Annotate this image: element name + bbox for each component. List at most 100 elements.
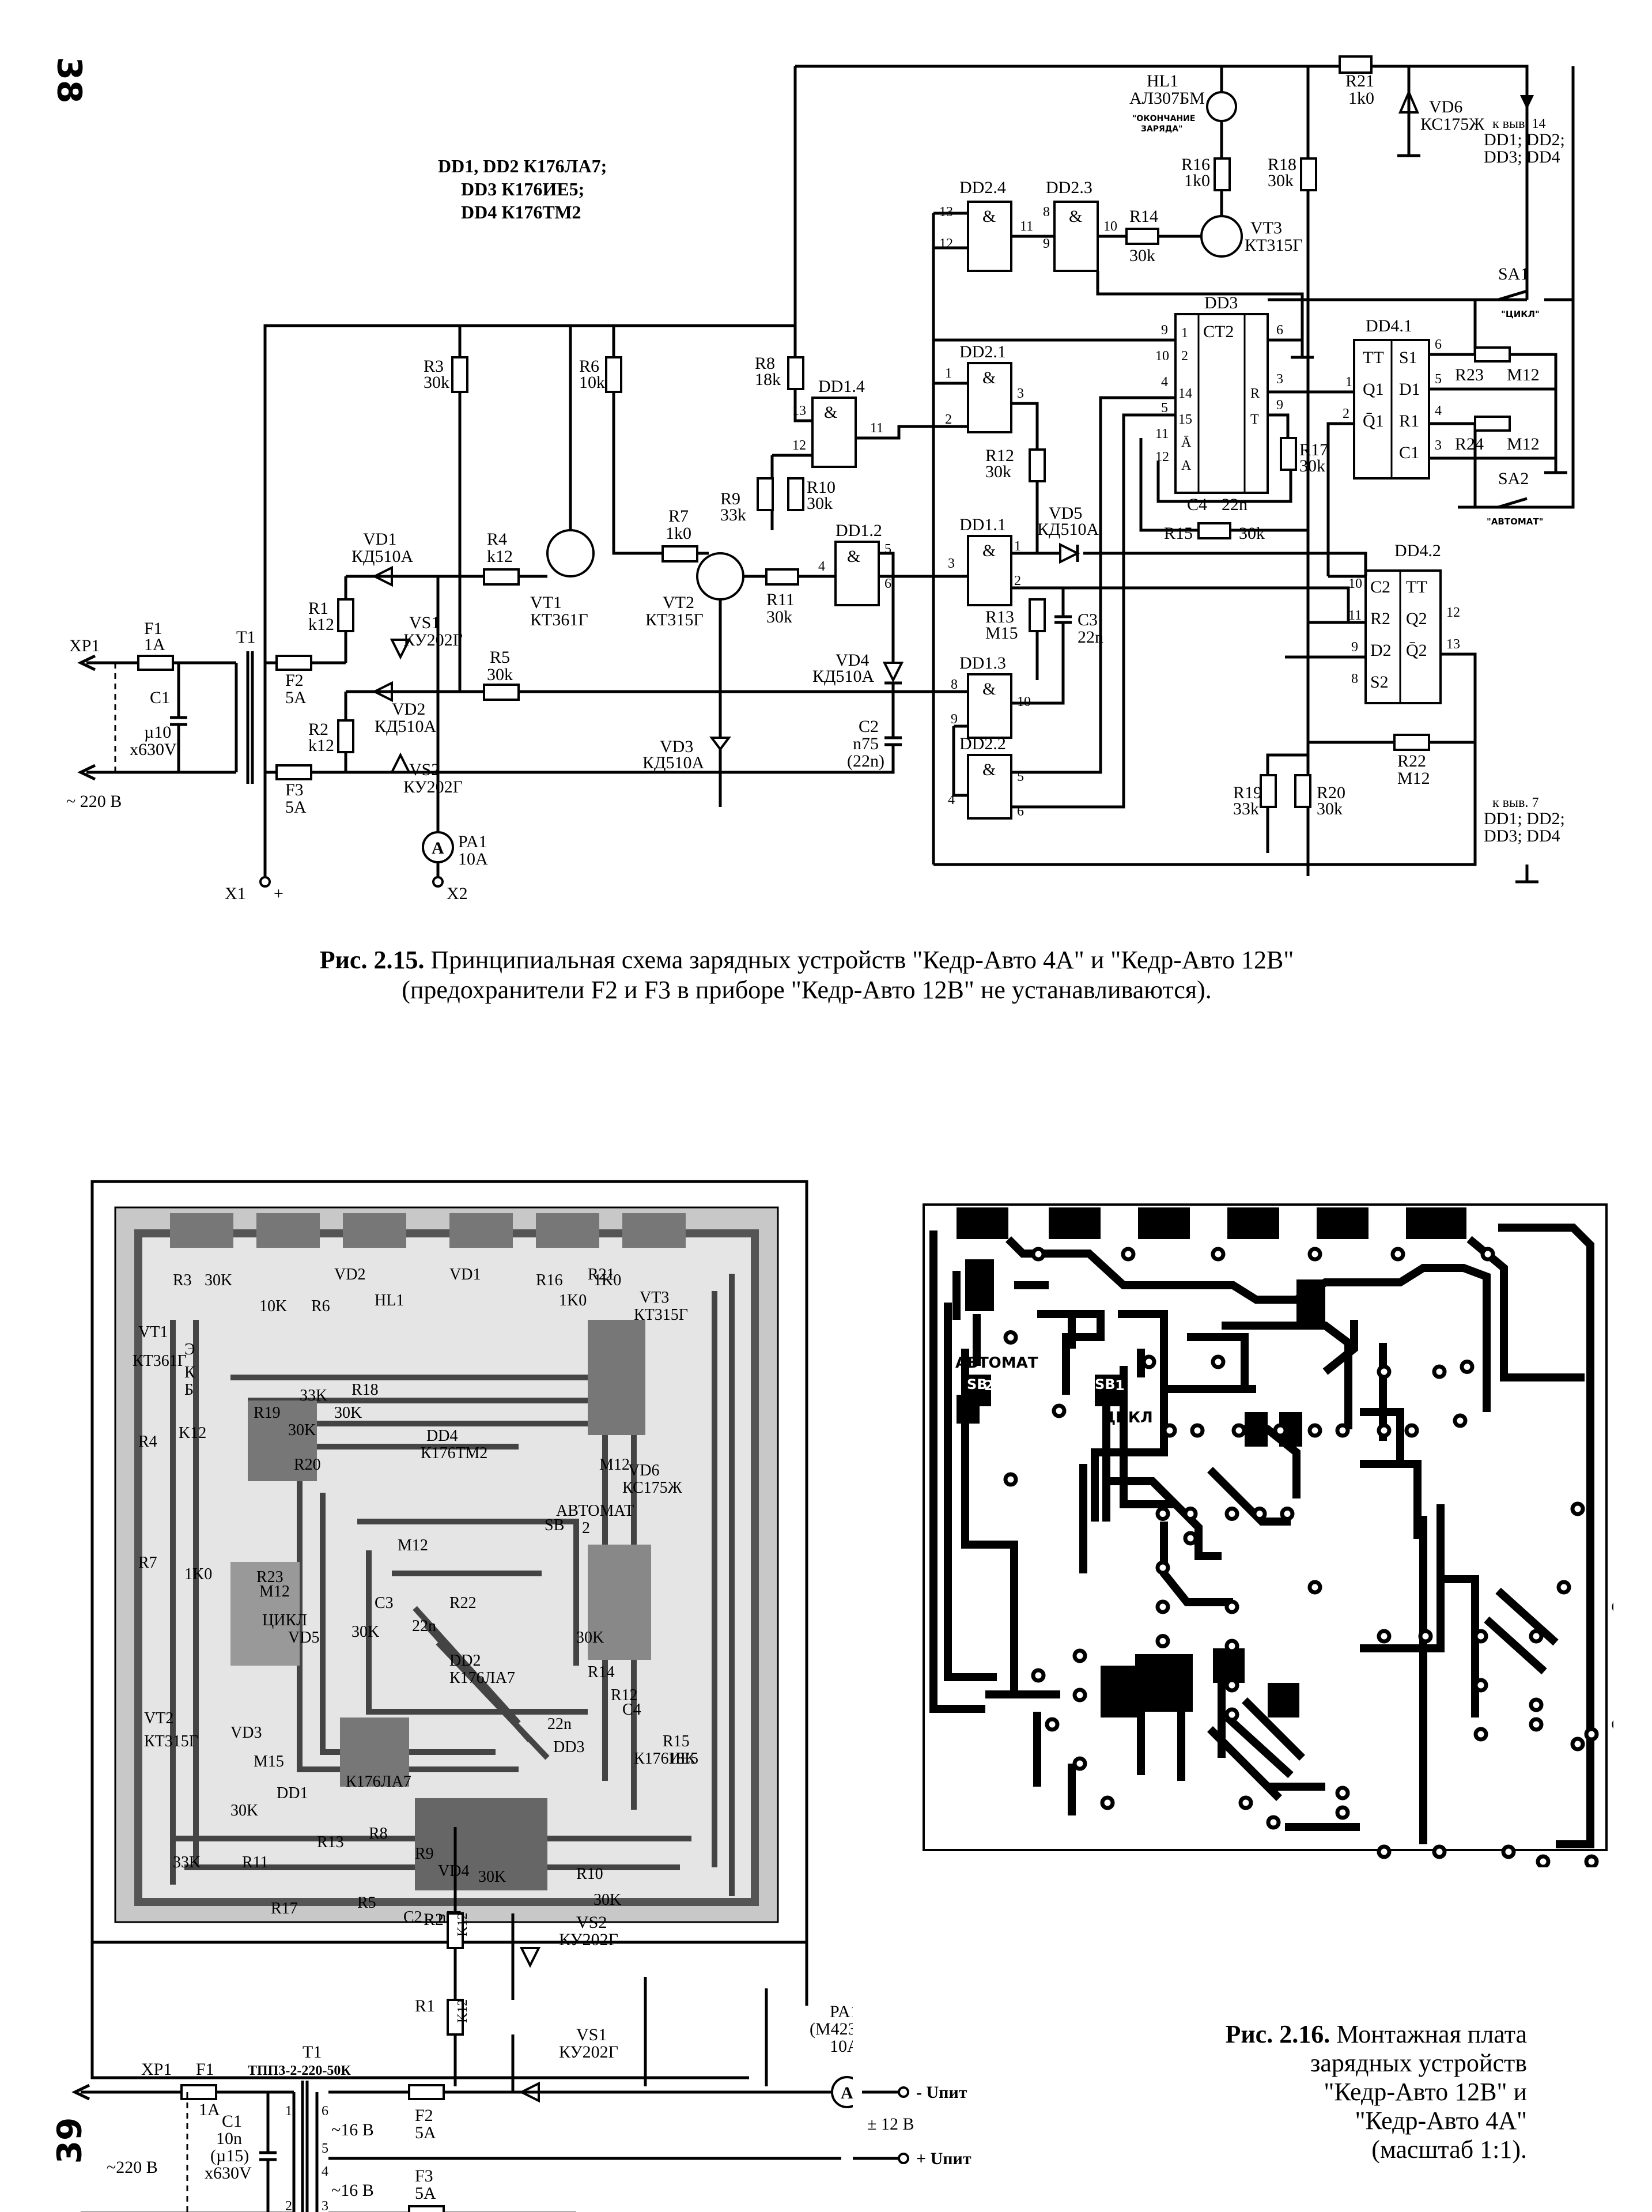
r12-value: 30k bbox=[985, 462, 1011, 481]
figure-2-15-caption: Рис. 2.15. Принципиальная схема зарядных… bbox=[230, 945, 1383, 1005]
pcb-pad bbox=[1227, 1207, 1279, 1239]
vt2-value: КТ315Г bbox=[645, 610, 704, 629]
pcb-top-pads bbox=[957, 1207, 1466, 1239]
plus-output-label: + Uпит bbox=[916, 2149, 971, 2168]
r20-value: 30k bbox=[1317, 799, 1343, 818]
pcb-assembly-label: R14 bbox=[588, 1663, 615, 1681]
terminal-minus-icon[interactable] bbox=[898, 2086, 909, 2098]
pcb-hole bbox=[1307, 1423, 1322, 1438]
pin-label: 4 bbox=[948, 792, 955, 807]
pcb-hole bbox=[1231, 1423, 1246, 1438]
dd3-input-label: 14 bbox=[1178, 386, 1192, 401]
vcc-note-line: к выв. 14 bbox=[1492, 116, 1545, 131]
sb2-pad bbox=[965, 1375, 991, 1406]
pcb-assembly-label: 30K bbox=[334, 1404, 362, 1422]
pcb-assembly-label: M12 bbox=[599, 1456, 630, 1474]
r12-ref: R12 bbox=[985, 446, 1014, 465]
pcb-assembly-label: 30K bbox=[593, 1891, 621, 1909]
pcb-traces-diagram: АВТОМАТ SB 2 SB 1 ЦИКЛ bbox=[923, 1203, 1613, 1867]
dd4-2-ref: DD4.2 bbox=[1394, 541, 1441, 560]
r14-value: 30k bbox=[1129, 246, 1155, 265]
c2-value: n75 bbox=[853, 734, 879, 753]
c1-value: µ10 bbox=[144, 723, 171, 742]
vs2-ref: VS2 bbox=[576, 1913, 607, 1932]
r20-ref: R20 bbox=[1317, 783, 1345, 802]
dd2-4-ref: DD2.4 bbox=[959, 178, 1006, 197]
pcb-assembly-label: M15 bbox=[254, 1753, 284, 1771]
resistor-r22 bbox=[1393, 734, 1430, 751]
pcb-assembly-label: SB bbox=[545, 1516, 564, 1534]
pcb-assembly-label: 30K bbox=[478, 1868, 506, 1886]
pin-label: 8 bbox=[951, 677, 958, 692]
c1-ref: C1 bbox=[150, 688, 170, 707]
dd4-1-label: S1 bbox=[1399, 348, 1417, 367]
dd4-2-label: Q2 bbox=[1406, 609, 1427, 628]
r22-value: M12 bbox=[1397, 769, 1430, 788]
r6-ref: R6 bbox=[579, 357, 599, 376]
pcb-hole bbox=[1273, 1423, 1288, 1438]
dd3-title: CT2 bbox=[1203, 322, 1234, 341]
r8-ref: R8 bbox=[755, 354, 775, 373]
pcb-assembly-label: 30K bbox=[230, 1802, 258, 1820]
pcb-hole bbox=[1335, 1423, 1350, 1438]
pcb-pad bbox=[957, 1207, 1008, 1239]
resistor-r11 bbox=[765, 568, 799, 586]
pin-label: 6 bbox=[322, 2104, 328, 2119]
voltage-label: ± 12 B bbox=[867, 2115, 914, 2134]
f2-ref: F2 bbox=[415, 2106, 433, 2125]
terminal-x2-icon[interactable] bbox=[432, 876, 444, 888]
resistor-r2 bbox=[337, 719, 354, 753]
pin-label: 3 bbox=[322, 2199, 328, 2212]
pin-label: 4 bbox=[1435, 403, 1442, 418]
sa1-ref: SA1 bbox=[1498, 265, 1529, 284]
led-hl1-icon bbox=[1206, 91, 1237, 122]
resistor-r6 bbox=[605, 356, 622, 393]
pcb-hole bbox=[1404, 1423, 1419, 1438]
hl1-value: АЛ307БМ bbox=[1129, 89, 1205, 108]
pcb-pad bbox=[1049, 1207, 1101, 1239]
r24-ref: R24 bbox=[1455, 435, 1484, 454]
pcb-shaded-area bbox=[340, 1717, 409, 1787]
pcb-shaded-area bbox=[248, 1401, 317, 1481]
hl1-note: ЗАРЯДА" bbox=[1141, 124, 1182, 134]
pin-label: 1 bbox=[1345, 375, 1352, 390]
pcb-hole bbox=[1307, 1580, 1322, 1595]
terminal-x1-icon[interactable] bbox=[259, 876, 271, 888]
dd3-input-label: A bbox=[1181, 458, 1192, 473]
pin-label: 3 bbox=[1435, 438, 1442, 453]
pcb-pad bbox=[170, 1213, 233, 1248]
plug-arrow-icon bbox=[77, 764, 96, 781]
sa2-ref: SA2 bbox=[1498, 469, 1529, 488]
sa1-note: "ЦИКЛ" bbox=[1501, 309, 1540, 319]
r11-value: 30k bbox=[766, 607, 792, 626]
pcb-assembly-label: ЦИКЛ bbox=[262, 1611, 307, 1629]
chip-list-line: DD3 К176ИЕ5; bbox=[461, 179, 585, 199]
fuse-f3 bbox=[275, 764, 312, 780]
r10-ref: R10 bbox=[807, 478, 836, 497]
pa1-ref: PA1 bbox=[458, 832, 487, 851]
pin-label: 8 bbox=[1043, 205, 1050, 220]
resistor-r3 bbox=[451, 356, 468, 393]
pcb-assembly-label: R11 bbox=[242, 1854, 269, 1871]
pa1-model: (M42303) bbox=[810, 2020, 853, 2039]
r1-ref: R1 bbox=[308, 599, 328, 618]
pcb-assembly-label: R8 bbox=[369, 1825, 388, 1843]
pcb-hole bbox=[1584, 1727, 1599, 1742]
pcb-shaded-area bbox=[230, 1562, 300, 1666]
pin-label: 6 bbox=[1435, 337, 1442, 352]
f1-value: 1A bbox=[144, 635, 165, 654]
pcb-hole bbox=[1501, 1844, 1516, 1859]
ammeter-symbol: A bbox=[841, 2083, 853, 2102]
capacitor-c1-icon bbox=[259, 2092, 277, 2212]
terminal-plus-icon[interactable] bbox=[898, 2153, 909, 2164]
r8-value: 18k bbox=[755, 370, 781, 389]
pcb-assembly-label: R13 bbox=[317, 1833, 344, 1851]
xp1-label: XP1 bbox=[69, 636, 100, 655]
gnd-note-line: к выв. 7 bbox=[1492, 795, 1538, 810]
gnd-note: к выв. 7 DD1; DD2; DD3; DD4 bbox=[1484, 795, 1565, 845]
pcb-assembly-label: R17 bbox=[271, 1900, 298, 1917]
resistor-r12 bbox=[1029, 448, 1046, 482]
caption-number: Рис. 2.15. bbox=[319, 946, 425, 974]
dd3-ref: DD3 bbox=[1204, 293, 1238, 312]
dd3-input-label: Ā bbox=[1181, 435, 1192, 450]
